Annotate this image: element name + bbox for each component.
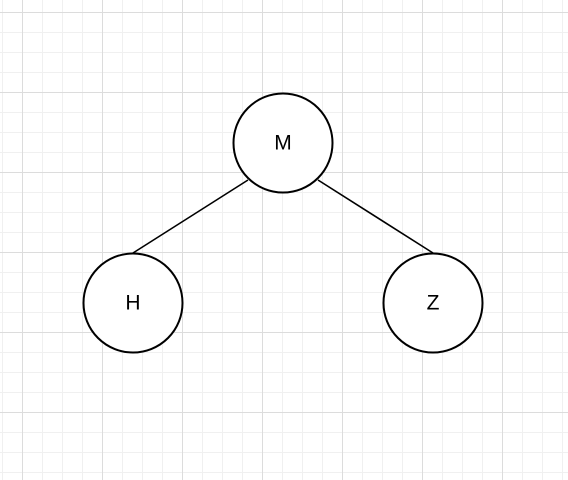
node-right[interactable]: Z — [382, 252, 484, 354]
node-left-circle — [82, 252, 184, 354]
node-root-circle — [232, 92, 334, 194]
node-right-label: Z — [427, 292, 440, 315]
node-left[interactable]: H — [82, 252, 184, 354]
edge-root-left — [132, 179, 249, 254]
node-left-label: H — [125, 292, 140, 315]
node-root[interactable]: M — [232, 92, 334, 194]
node-right-circle — [382, 252, 484, 354]
node-root-label: M — [274, 132, 292, 155]
edge-root-right — [317, 179, 434, 254]
